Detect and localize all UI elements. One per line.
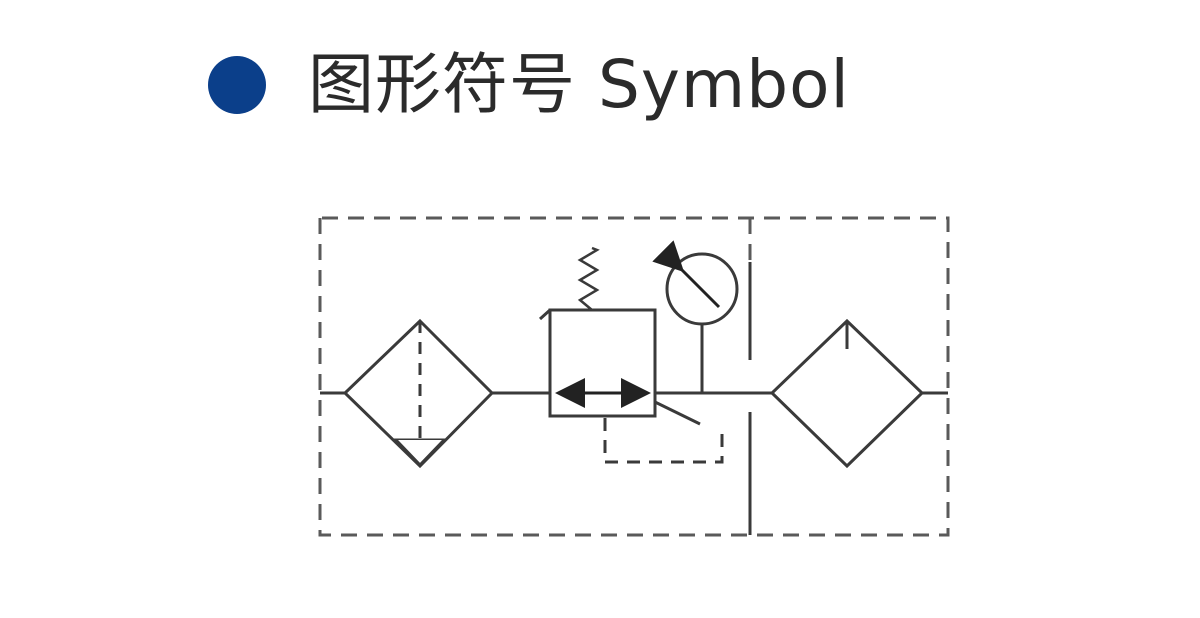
pressure-gauge-symbol (652, 240, 739, 393)
unit-enclosure (318, 216, 950, 537)
section-header: 图形符号 Symbol (208, 52, 850, 118)
bullet-icon (208, 56, 266, 114)
lubricator-symbol (769, 318, 925, 469)
pressure-regulator-symbol (538, 246, 724, 464)
filter-separator-symbol (342, 318, 495, 469)
section-title: 图形符号 Symbol (308, 46, 850, 123)
